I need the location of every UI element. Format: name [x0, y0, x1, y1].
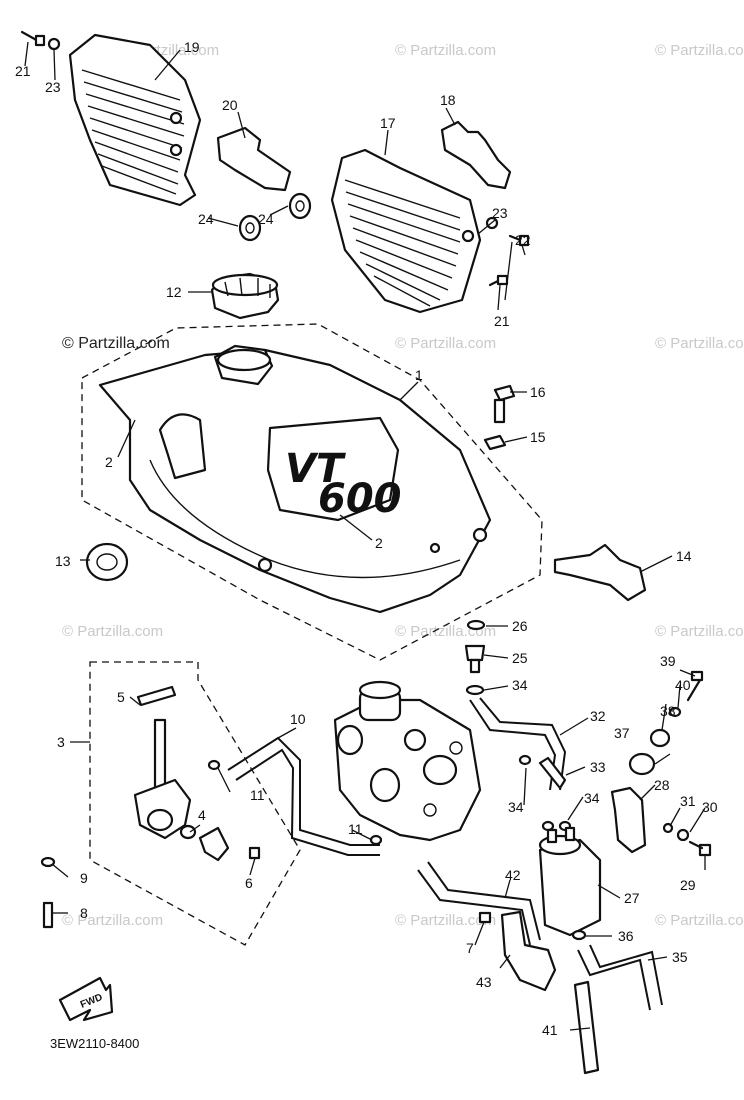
- callout-9: 9: [80, 870, 88, 886]
- watermark: © Partzilla.com: [62, 912, 163, 929]
- callout-34: 34: [584, 790, 600, 806]
- callout-16: 16: [530, 384, 546, 400]
- watermark: © Partzilla.com: [62, 623, 163, 640]
- clip-34: [541, 820, 555, 832]
- callout-5: 5: [117, 689, 125, 705]
- callout-28: 28: [654, 777, 670, 793]
- fuel-cap: [210, 272, 280, 320]
- watermark: © Partzilla.com: [395, 335, 496, 352]
- callout-21: 21: [15, 63, 31, 79]
- callout-38: 38: [660, 703, 676, 719]
- fuel-pump-27: [538, 826, 602, 937]
- callout-11: 11: [250, 787, 265, 803]
- callout-6: 6: [245, 875, 253, 891]
- watermark: © Partzilla.com: [655, 912, 744, 929]
- bracket-28: [610, 786, 647, 854]
- callout-26: 26: [512, 618, 528, 634]
- watermark-main: © Partzilla.com: [62, 335, 170, 352]
- callout-19: 19: [184, 39, 200, 55]
- callout-22: 22: [515, 232, 531, 248]
- damper-37-40: [628, 670, 704, 776]
- bracket-plate-20: [216, 126, 292, 192]
- bolt-7: [478, 911, 492, 924]
- callout-18: 18: [440, 92, 456, 108]
- callout-17: 17: [380, 115, 396, 131]
- tank-grommet-13: [85, 542, 129, 582]
- callout-8: 8: [80, 905, 88, 921]
- grommets-24: [238, 192, 312, 242]
- hose-35: [577, 944, 663, 1011]
- callout-35: 35: [672, 949, 688, 965]
- hose-42: [417, 861, 541, 946]
- callout-31: 31: [680, 793, 696, 809]
- bracket-plate-18: [440, 120, 512, 190]
- callout-24: 24: [198, 211, 214, 227]
- callout-27: 27: [624, 890, 640, 906]
- fuel-hose-10: [207, 736, 383, 856]
- side-cover-right: [330, 148, 530, 314]
- callout-21: 21: [494, 313, 510, 329]
- callout-33: 33: [590, 759, 606, 775]
- clip-36: [571, 929, 587, 941]
- bracket-43: [500, 910, 557, 992]
- callout-1: 1: [415, 367, 423, 383]
- forward-arrow: FWD: [58, 976, 114, 1022]
- diagram-code: 3EW2110-8400: [50, 1036, 139, 1051]
- callout-36: 36: [618, 928, 634, 944]
- callout-2: 2: [105, 454, 113, 470]
- callout-13: 13: [55, 553, 71, 569]
- callout-42: 42: [505, 867, 521, 883]
- watermark: © Partzilla.com: [655, 42, 744, 59]
- callout-23: 23: [492, 205, 508, 221]
- tank-bolt-15-16: [483, 384, 516, 451]
- leader-lines: [24, 41, 706, 1031]
- callout-25: 25: [512, 650, 528, 666]
- callout-34: 34: [512, 677, 528, 693]
- watermark: © Partzilla.com: [655, 623, 744, 640]
- callout-14: 14: [676, 548, 692, 564]
- callout-15: 15: [530, 429, 546, 445]
- watermark: © Partzilla.com: [395, 912, 496, 929]
- watermark: © Partzilla.com: [655, 335, 744, 352]
- callout-40: 40: [675, 677, 691, 693]
- carburetor: [333, 680, 482, 842]
- callout-numbers: 19 20 18 17 24 24 12 23 22 21 21 23 1 2 …: [15, 39, 718, 1038]
- callout-37: 37: [614, 725, 630, 741]
- callout-23: 23: [45, 79, 61, 95]
- callout-11: 11: [348, 821, 363, 837]
- callout-29: 29: [680, 877, 696, 893]
- callout-10: 10: [290, 711, 306, 727]
- callout-20: 20: [222, 97, 238, 113]
- callout-30: 30: [702, 799, 718, 815]
- callout-34: 34: [508, 799, 524, 815]
- callout-43: 43: [476, 974, 492, 990]
- hose-33: [538, 756, 567, 790]
- callout-2: 2: [375, 535, 383, 551]
- fitting-25-26: [464, 619, 486, 696]
- tank-bracket-14: [553, 543, 647, 602]
- callout-32: 32: [590, 708, 606, 724]
- bolt-29-31: [662, 822, 712, 857]
- callout-41: 41: [542, 1022, 558, 1038]
- callout-12: 12: [166, 284, 182, 300]
- side-cover-left: [20, 30, 202, 207]
- callout-4: 4: [198, 807, 206, 823]
- callout-24: 24: [258, 211, 274, 227]
- hose-41: [573, 980, 600, 1075]
- tank-logo-vt: VT: [285, 446, 346, 492]
- fuel-tank: VT 600: [81, 323, 543, 661]
- callout-39: 39: [660, 653, 676, 669]
- callout-7: 7: [466, 940, 474, 956]
- tank-logo-600: 600: [318, 476, 402, 522]
- fuel-cock-assembly: [40, 661, 301, 946]
- clip-34: [518, 754, 532, 766]
- watermark: © Partzilla.com: [395, 42, 496, 59]
- callout-3: 3: [57, 734, 65, 750]
